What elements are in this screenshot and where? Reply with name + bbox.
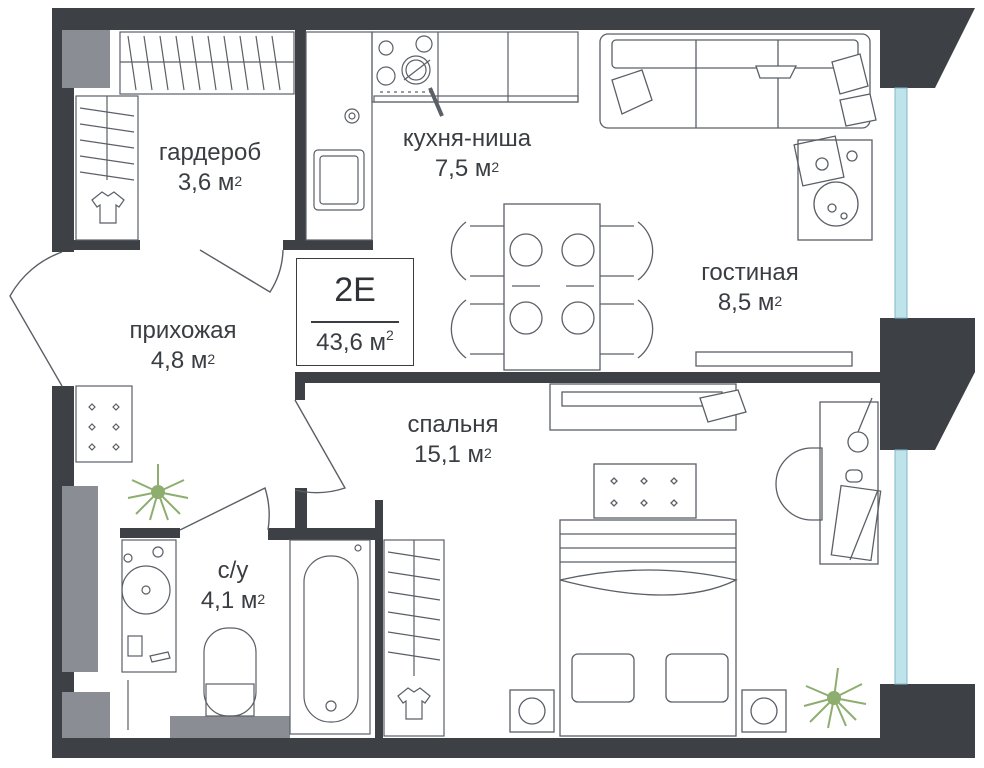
area-unit-sup: 2	[207, 351, 216, 367]
room-name: с/у	[217, 557, 249, 584]
room-name: прихожая	[129, 317, 237, 344]
bedroom-tv	[549, 383, 747, 431]
coffee-table	[793, 135, 873, 241]
bathroom-fixtures	[121, 539, 371, 735]
shirt-icon	[397, 687, 431, 720]
area-value: 8,5 м	[717, 289, 775, 316]
wall-kitchen-wardrobe	[295, 30, 306, 248]
wall-bottom	[52, 738, 975, 758]
wardrobe-door	[199, 249, 284, 293]
bedroom-door	[294, 399, 347, 494]
doors	[9, 249, 347, 531]
room-name: гардероб	[158, 139, 262, 166]
kitchen-counter	[305, 31, 579, 241]
room-area: 7,5 м2	[372, 154, 562, 184]
wall-bath-divider	[375, 500, 383, 738]
room-label-wardrobe: гардероб 3,6 м2	[140, 138, 280, 198]
room-area: 4,8 м2	[108, 346, 258, 376]
wall-top	[52, 8, 975, 252]
area-value: 4,8 м	[150, 347, 208, 374]
tv-stand	[695, 351, 853, 367]
wall-bath-left-stub	[295, 488, 307, 528]
sink-icon	[121, 565, 171, 615]
wall-panel	[62, 692, 110, 738]
room-area: 4,1 м2	[178, 586, 288, 616]
area-unit-sup: 2	[484, 445, 492, 461]
exterior-walls	[52, 8, 975, 758]
sink-icon	[313, 149, 365, 211]
room-label-hall: прихожая 4,8 м2	[108, 316, 258, 376]
area-unit-sup: 2	[386, 327, 394, 343]
room-label-kitchen: кухня-ниша 7,5 м2	[372, 124, 562, 184]
sofa	[599, 33, 877, 129]
hall-ottoman	[75, 385, 133, 463]
wall-wardrobe-bottom-left	[52, 240, 140, 250]
bed	[509, 463, 787, 737]
wall-panel	[62, 486, 98, 672]
plant-icon	[803, 667, 867, 729]
room-label-living: гостиная 8,5 м2	[670, 258, 830, 318]
plant-icon	[127, 464, 189, 521]
apartment-code: 2E	[334, 271, 376, 309]
wall-right-bottom	[880, 684, 975, 758]
room-area: 15,1 м2	[378, 440, 528, 470]
entrance-door	[9, 251, 63, 387]
room-area: 3,6 м2	[140, 168, 280, 198]
wall-bath-top-left	[120, 528, 180, 538]
area-value: 4,1 м	[200, 587, 258, 614]
wall-right-mid	[880, 318, 975, 450]
area-value: 7,5 м	[434, 155, 492, 182]
total-area: 43,6 м2	[297, 327, 413, 357]
area-unit-sup: 2	[257, 591, 266, 607]
area-value: 3,6 м	[177, 169, 235, 196]
window-bedroom	[894, 449, 908, 685]
wall-bedroom-top	[295, 372, 880, 383]
area-value: 15,1 м	[414, 441, 485, 468]
wall-panel	[62, 30, 110, 88]
room-name: гостиная	[701, 259, 799, 286]
stove-icon	[376, 35, 444, 117]
area-unit-sup: 2	[774, 293, 783, 309]
room-label-bathroom: с/у 4,1 м2	[178, 556, 288, 616]
bathroom-door	[179, 487, 270, 531]
lamp-icon	[847, 431, 869, 453]
area-unit-sup: 2	[491, 159, 500, 175]
apartment-info-box: 2E 43,6 м2	[296, 258, 414, 366]
window-living	[894, 87, 908, 319]
shirt-icon	[91, 191, 125, 224]
dining-table	[450, 203, 654, 371]
bedroom-wardrobe	[383, 539, 445, 737]
room-name: спальня	[407, 411, 499, 438]
wall-bedroom-stub	[295, 372, 305, 400]
wall-bath-top	[268, 528, 378, 540]
total-area-value: 43,6 м	[316, 329, 387, 356]
desk	[775, 397, 882, 565]
room-name: кухня-ниша	[402, 125, 532, 152]
wardrobe-rack	[75, 31, 295, 241]
wall-wardrobe-bottom-right	[283, 240, 373, 250]
bath-threshold	[170, 716, 290, 738]
divider	[311, 321, 399, 323]
room-label-bedroom: спальня 15,1 м2	[378, 410, 528, 470]
room-area: 8,5 м2	[670, 288, 830, 318]
area-unit-sup: 2	[234, 173, 243, 189]
